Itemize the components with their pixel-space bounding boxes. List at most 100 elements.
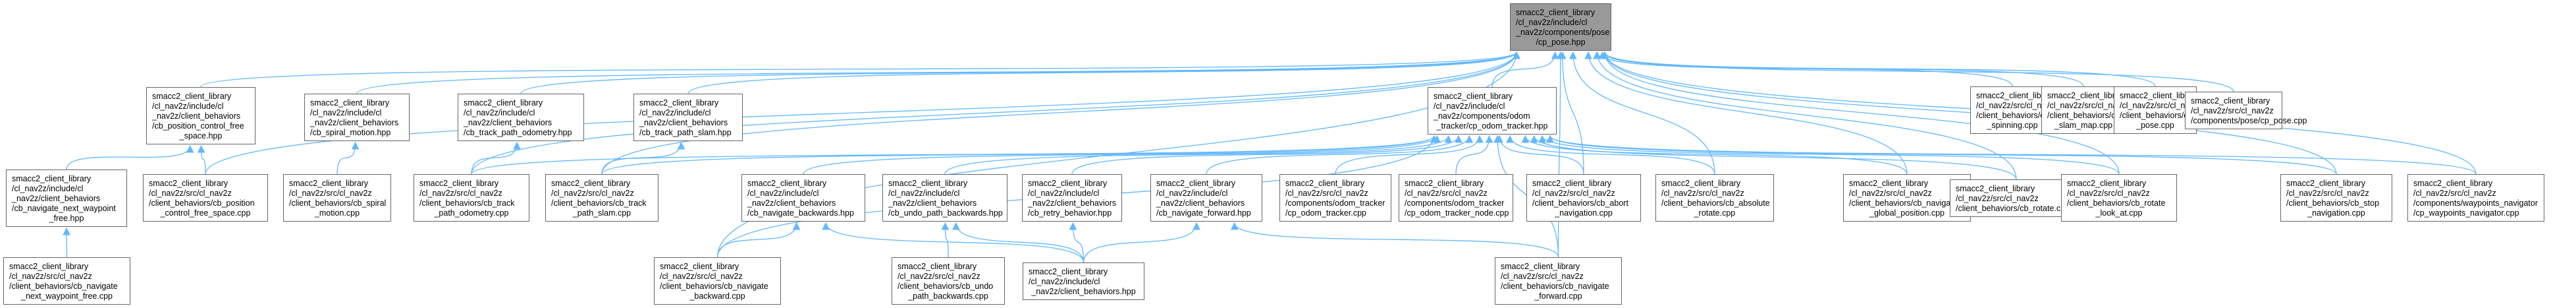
file-node-cb-track-path-odometry-cpp[interactable]: smacc2_client_library/cl_nav2z/src/cl_na…: [414, 174, 529, 222]
node-label-line: smacc2_client_library: [2120, 91, 2199, 100]
file-node-client-behaviors-hpp[interactable]: smacc2_client_library/cl_nav2z/include/c…: [1023, 262, 1144, 300]
node-label-line: _global_position.cpp: [1869, 208, 1945, 218]
include-edge: [520, 51, 1520, 94]
file-node-cb-position-control-free-space-cpp[interactable]: smacc2_client_library/cl_nav2z/src/cl_na…: [143, 174, 268, 222]
node-label-line: _look_at.cpp: [2095, 208, 2143, 218]
file-node-cb-abort-navigation-cpp[interactable]: smacc2_client_library/cl_nav2z/src/cl_na…: [1526, 174, 1641, 222]
include-edge: [1491, 51, 1559, 88]
include-edge: [944, 135, 1453, 175]
include-edge: [1593, 51, 2017, 180]
node-label-line: /cl_nav2z/include/cl: [310, 108, 382, 117]
file-node-cb-wait-pose-cpp[interactable]: smacc2_client_library/cl_nav2z/src/cl_na…: [2114, 86, 2212, 134]
include-edge: [471, 51, 1520, 175]
file-node-cb-navigate-backward-cpp[interactable]: smacc2_client_library/cl_nav2z/src/cl_na…: [654, 257, 781, 305]
include-edge: [803, 135, 1441, 175]
include-edge: [601, 135, 1438, 175]
node-label-line: /cp_odom_tracker.cpp: [1285, 208, 1366, 218]
node-label-line: /client_behaviors/cb_rotate: [2067, 199, 2166, 208]
file-node-cb-track-path-slam-cpp[interactable]: smacc2_client_library/cl_nav2z/src/cl_na…: [545, 174, 658, 222]
file-node-cb-navigate-next-waypoint-free-cpp[interactable]: smacc2_client_library/cl_nav2z/src/cl_na…: [3, 257, 130, 305]
node-label-line: /cl_nav2z/include/cl: [1029, 277, 1100, 286]
file-node-cb-undo-path-backwards-hpp[interactable]: smacc2_client_library/cl_nav2z/include/c…: [882, 174, 1007, 222]
node-label-line: /cl_nav2z/src/cl_nav2z: [1956, 194, 2039, 203]
include-edge: [1601, 51, 2156, 87]
node-label-line: smacc2_client_library: [1434, 92, 1513, 101]
node-label-line: /cl_nav2z/src/cl_nav2z: [2286, 189, 2369, 198]
file-node-cp-odom-tracker-node-cpp[interactable]: smacc2_client_library/cl_nav2z/src/cl_na…: [1399, 174, 1513, 222]
file-node-cb-rotate-cpp[interactable]: smacc2_client_library/cl_nav2z/src/cl_na…: [1950, 179, 2083, 217]
node-label-line: /client_behaviors/cb_navigate: [1849, 199, 1958, 208]
file-node-cb-absolute-rotate-cpp[interactable]: smacc2_client_library/cl_nav2z/src/cl_na…: [1655, 174, 1774, 222]
node-label-line: smacc2_client_library: [660, 262, 739, 271]
include-edge: [1546, 135, 2337, 175]
node-label-line: /cl_nav2z/include/cl: [12, 184, 84, 193]
node-label-line: /cl_nav2z/src/cl_nav2z: [2191, 106, 2274, 115]
file-node-cb-navigate-next-waypoint-free-hpp[interactable]: smacc2_client_library/cl_nav2z/include/c…: [6, 169, 127, 227]
node-label-line: /cl_nav2z/include/cl: [1434, 102, 1505, 111]
file-node-cb-stop-navigation-cpp[interactable]: smacc2_client_library/cl_nav2z/src/cl_na…: [2280, 174, 2392, 222]
file-node-cp-pose-hpp[interactable]: smacc2_client_library/cl_nav2z/include/c…: [1510, 3, 1611, 51]
include-edge: [1530, 135, 2017, 180]
node-label-line: /cl_nav2z/include/cl: [152, 102, 224, 111]
node-label-line: _nav2z/components/odom: [1434, 111, 1530, 121]
file-node-cb-navigate-forward-cpp[interactable]: smacc2_client_library/cl_nav2z/src/cl_na…: [1495, 257, 1622, 305]
include-edge: [1556, 51, 1565, 258]
node-label-line: /cl_nav2z/src/cl_nav2z: [1501, 272, 1584, 281]
node-label-line: /client_behaviors/cb_navigate: [1501, 282, 1609, 291]
node-label-line: smacc2_client_library: [1516, 8, 1596, 17]
file-node-cb-navigate-backwards-hpp[interactable]: smacc2_client_library/cl_nav2z/include/c…: [741, 174, 865, 222]
node-label-line: _path_slam.cpp: [572, 208, 631, 218]
node-label-line: smacc2_client_library: [888, 179, 968, 188]
node-label-line: _path_backwards.cpp: [908, 292, 988, 301]
include-edge: [1506, 135, 1715, 175]
file-node-cb-undo-path-backwards-cpp[interactable]: smacc2_client_library/cl_nav2z/src/cl_na…: [892, 257, 1005, 305]
include-edge: [1083, 222, 1200, 263]
file-node-cb-rotate-look-at-cpp[interactable]: smacc2_client_library/cl_nav2z/src/cl_na…: [2061, 174, 2177, 222]
node-label-line: /client_behaviors/cb_save: [2047, 111, 2142, 120]
node-label-line: /cl_nav2z/include/cl: [747, 189, 819, 198]
file-node-cb-save-slam-map-cpp[interactable]: smacc2_client_library/cl_nav2z/src/cl_na…: [2041, 86, 2142, 134]
node-label-line: /cl_nav2z/src/cl_nav2z: [1405, 189, 1488, 198]
file-node-cp-waypoints-navigator-cpp[interactable]: smacc2_client_library/cl_nav2z/src/cl_na…: [2407, 174, 2544, 222]
file-node-cb-position-control-free-space-hpp[interactable]: smacc2_client_library/cl_nav2z/include/c…: [146, 87, 255, 144]
node-label-line: smacc2_client_library: [9, 262, 89, 271]
node-label-line: smacc2_client_library: [1156, 179, 1236, 188]
file-node-cp-odom-tracker-hpp[interactable]: smacc2_client_library/cl_nav2z/include/c…: [1428, 87, 1557, 135]
file-node-cp-pose-cpp[interactable]: smacc2_client_library/cl_nav2z/src/cl_na…: [2185, 92, 2307, 129]
file-node-cb-navigate-global-position-cpp[interactable]: smacc2_client_library/cl_nav2z/src/cl_na…: [1843, 174, 1971, 222]
node-label-line: /cl_nav2z/src/cl_nav2z: [2047, 101, 2130, 110]
node-label-line: /cl_nav2z/src/cl_nav2z: [898, 272, 980, 281]
file-node-cb-track-path-odometry-hpp[interactable]: smacc2_client_library/cl_nav2z/include/c…: [458, 94, 584, 141]
include-edge: [1584, 51, 1908, 175]
node-label-line: /client_behaviors/cb_track: [419, 199, 515, 208]
node-label-line: _path_odometry.cpp: [434, 208, 509, 218]
node-label-line: /components/odom_tracker: [1285, 199, 1385, 208]
file-node-cb-navigate-forward-hpp[interactable]: smacc2_client_library/cl_nav2z/include/c…: [1150, 174, 1262, 222]
node-label-line: _motion.cpp: [314, 208, 360, 218]
file-node-cb-track-path-slam-hpp[interactable]: smacc2_client_library/cl_nav2z/include/c…: [633, 94, 743, 141]
node-label-line: /cb_retry_behavior.hpp: [1028, 208, 1112, 218]
node-label-line: /cl_nav2z/include/cl: [464, 108, 535, 117]
file-node-cb-spiral-motion-cpp[interactable]: smacc2_client_library/cl_nav2z/src/cl_na…: [283, 174, 391, 222]
node-label-line: /cl_nav2z/src/cl_nav2z: [419, 189, 502, 198]
node-label-line: smacc2_client_library: [2067, 179, 2147, 188]
file-node-cb-retry-behavior-hpp[interactable]: smacc2_client_library/cl_nav2z/include/c…: [1022, 174, 1122, 222]
include-edge: [1071, 135, 1462, 175]
node-label-line: /cb_position_control_free: [152, 121, 244, 131]
node-label-line: _nav2z/client_behaviors: [747, 199, 836, 208]
node-label-line: /components/waypoints_navigator: [2413, 199, 2538, 208]
file-node-cp-odom-tracker-cpp[interactable]: smacc2_client_library/cl_nav2z/src/cl_na…: [1279, 174, 1391, 222]
node-label-line: _next_waypoint_free.cpp: [21, 292, 113, 301]
node-label-line: /cb_track_path_slam.hpp: [639, 128, 732, 137]
node-label-line: /client_behaviors/cb_undo: [898, 282, 994, 291]
node-label-line: /components/pose/cp_pose.cpp: [2191, 116, 2307, 125]
node-label-line: _navigation.cpp: [1555, 208, 1613, 218]
node-label-line: /cb_undo_path_backwards.hpp: [888, 208, 1003, 218]
node-label-line: smacc2_client_library: [1849, 179, 1929, 188]
include-edge: [1206, 135, 1474, 175]
node-label-line: _tracker/cp_odom_tracker.hpp: [1436, 121, 1548, 131]
node-label-line: /cb_navigate_forward.hpp: [1156, 208, 1251, 218]
file-node-cb-spiral-motion-hpp[interactable]: smacc2_client_library/cl_nav2z/include/c…: [304, 94, 410, 141]
node-label-line: smacc2_client_library: [551, 179, 631, 188]
